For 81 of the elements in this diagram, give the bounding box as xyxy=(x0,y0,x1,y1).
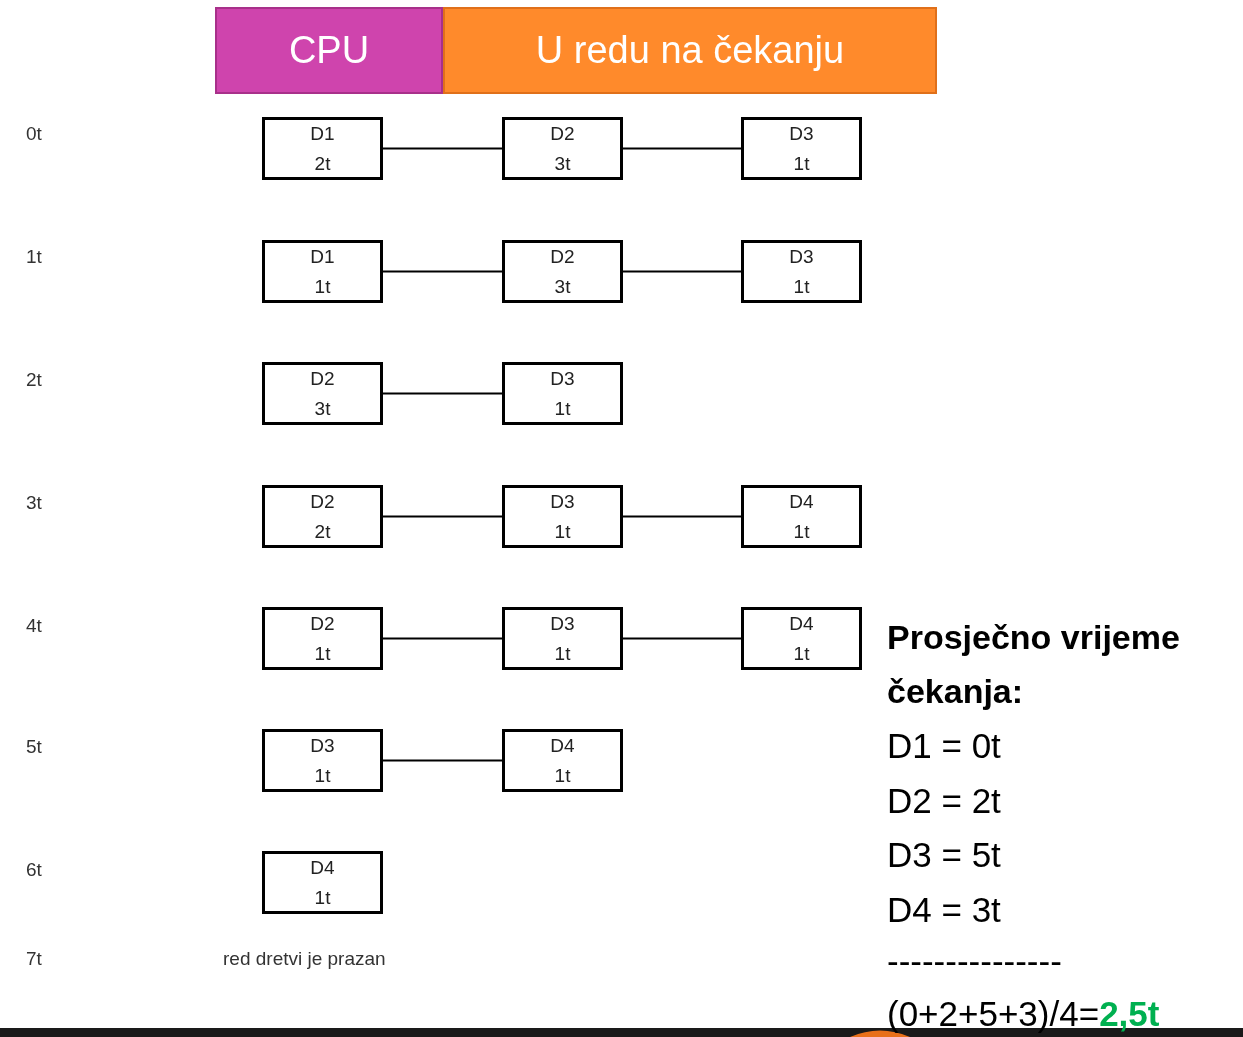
duration-text: 2t xyxy=(314,151,331,176)
process-box xyxy=(502,117,623,180)
duration-text: 1t xyxy=(554,519,571,544)
process-box xyxy=(262,117,383,180)
header-text: CPU xyxy=(288,28,370,73)
thread-name: D4 xyxy=(310,855,335,880)
time-label: 3t xyxy=(26,491,42,515)
time-label: 5t xyxy=(26,735,42,759)
summary-line: (0+2+5+3)/4=2,5t xyxy=(887,993,1160,1035)
process-box xyxy=(262,362,383,425)
process-box xyxy=(741,485,862,548)
thread-name: D4 xyxy=(789,489,814,514)
header-text: U redu na čekanju xyxy=(535,28,845,73)
thread-name: D3 xyxy=(550,489,575,514)
process-box xyxy=(262,240,383,303)
connector-line xyxy=(622,270,742,273)
duration-text: 1t xyxy=(793,519,810,544)
thread-name: D4 xyxy=(789,611,814,636)
connector-line xyxy=(382,637,503,640)
duration-text: 1t xyxy=(793,641,810,666)
summary-line: D4 = 3t xyxy=(887,889,1001,931)
duration-text: 1t xyxy=(314,274,331,299)
thread-name: D4 xyxy=(550,733,575,758)
duration-text: 3t xyxy=(314,396,331,421)
process-box xyxy=(262,607,383,670)
thread-name: D3 xyxy=(789,244,814,269)
duration-text: 2t xyxy=(314,519,331,544)
thread-name: D3 xyxy=(550,611,575,636)
duration-text: 1t xyxy=(314,763,331,788)
note-text: red dretvi je prazan xyxy=(223,947,386,971)
thread-name: D2 xyxy=(550,121,575,146)
header-cell xyxy=(443,7,937,94)
duration-text: 1t xyxy=(554,396,571,421)
time-label: 7t xyxy=(26,947,42,971)
duration-text: 3t xyxy=(554,151,571,176)
thread-name: D2 xyxy=(310,611,335,636)
summary-heading: Prosječno vrijeme čekanja: xyxy=(887,617,1181,712)
thread-name: D2 xyxy=(550,244,575,269)
duration-text: 1t xyxy=(554,763,571,788)
summary-line: D2 = 2t xyxy=(887,780,1001,822)
time-label: 0t xyxy=(26,122,42,146)
process-box xyxy=(741,240,862,303)
process-box xyxy=(262,851,383,914)
time-label: 6t xyxy=(26,858,42,882)
connector-line xyxy=(622,637,742,640)
connector-line xyxy=(382,515,503,518)
connector-line xyxy=(382,270,503,273)
process-box xyxy=(502,485,623,548)
process-box xyxy=(502,362,623,425)
time-label: 4t xyxy=(26,614,42,638)
summary-line: D3 = 5t xyxy=(887,834,1001,876)
connector-line xyxy=(622,147,742,150)
duration-text: 1t xyxy=(314,641,331,666)
thread-name: D3 xyxy=(550,366,575,391)
thread-name: D2 xyxy=(310,366,335,391)
summary-line: --------------- xyxy=(887,940,1062,982)
thread-name: D3 xyxy=(789,121,814,146)
header-cell xyxy=(215,7,443,94)
time-label: 1t xyxy=(26,245,42,269)
process-box xyxy=(741,607,862,670)
duration-text: 1t xyxy=(793,151,810,176)
connector-line xyxy=(382,392,503,395)
thread-name: D1 xyxy=(310,244,335,269)
connector-line xyxy=(622,515,742,518)
process-box xyxy=(502,240,623,303)
process-box xyxy=(502,729,623,792)
connector-line xyxy=(382,759,503,762)
duration-text: 1t xyxy=(554,641,571,666)
process-box xyxy=(262,729,383,792)
process-box xyxy=(502,607,623,670)
process-box xyxy=(741,117,862,180)
duration-text: 1t xyxy=(314,885,331,910)
thread-name: D2 xyxy=(310,489,335,514)
duration-text: 1t xyxy=(793,274,810,299)
time-label: 2t xyxy=(26,368,42,392)
duration-text: 3t xyxy=(554,274,571,299)
thread-name: D3 xyxy=(310,733,335,758)
thread-name: D1 xyxy=(310,121,335,146)
connector-line xyxy=(382,147,503,150)
summary-line: D1 = 0t xyxy=(887,725,1001,767)
process-box xyxy=(262,485,383,548)
